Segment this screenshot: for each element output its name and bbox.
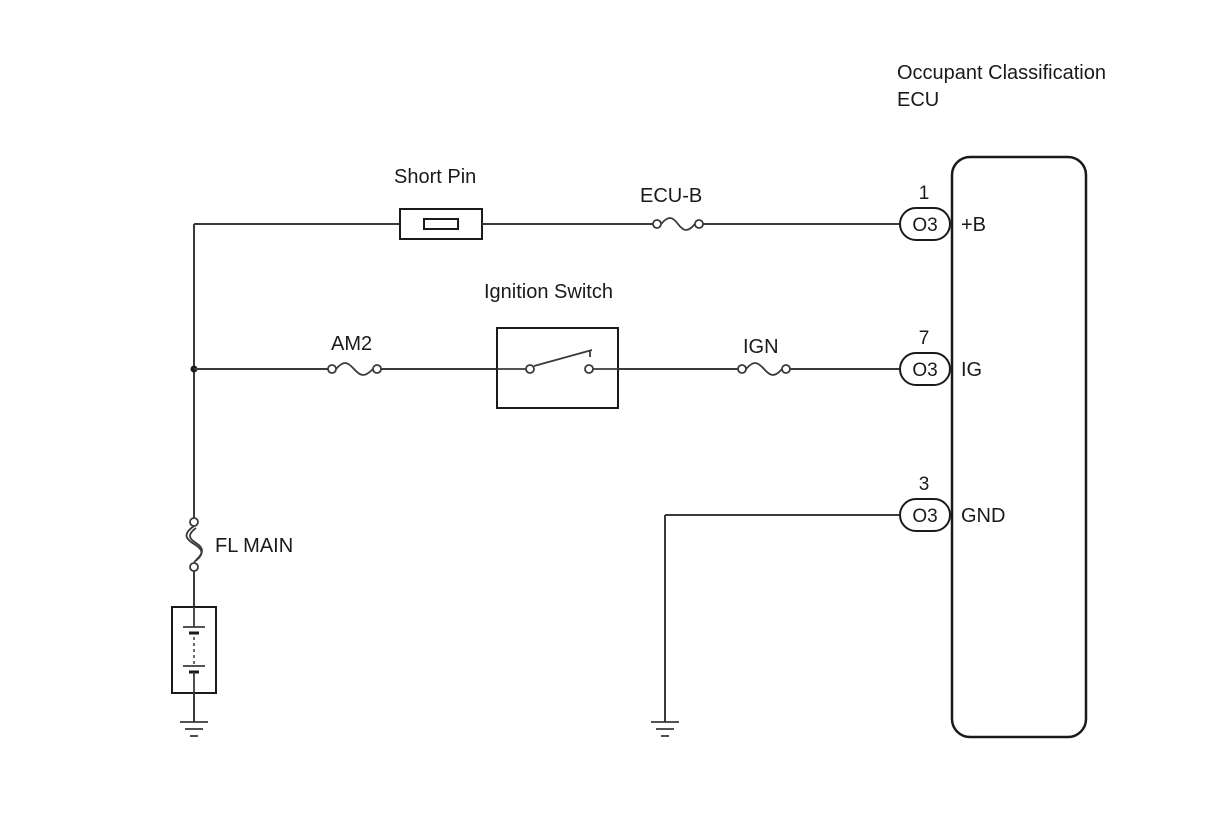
connector-terminal-ig: O3 — [899, 352, 951, 386]
pin-number: 7 — [919, 328, 930, 349]
ign-fuse-label: IGN — [743, 336, 779, 358]
ecu-title-line2: ECU — [897, 89, 939, 111]
pin-name: IG — [961, 359, 982, 381]
ground-symbol-battery — [180, 721, 208, 737]
connector-label: O3 — [912, 506, 937, 527]
ecu-b-fuse — [652, 217, 704, 231]
am2-fuse-label: AM2 — [331, 333, 372, 355]
fl-main-fuse-label: FL MAIN — [215, 535, 293, 557]
fl-main-fuse — [185, 517, 203, 572]
ecu-b-fuse-label: ECU-B — [640, 185, 702, 207]
pin-number: 3 — [919, 474, 930, 495]
connector-label: O3 — [912, 215, 937, 236]
pin-name: GND — [961, 505, 1005, 527]
pin-name: +B — [961, 214, 986, 236]
connector-terminal-b: O3 — [899, 207, 951, 241]
connector-terminal-gnd: O3 — [899, 498, 951, 532]
ignition-switch-label: Ignition Switch — [484, 281, 613, 303]
short-pin — [399, 208, 483, 240]
pin-number: 1 — [919, 183, 930, 204]
am2-fuse — [327, 362, 382, 376]
short-pin-label: Short Pin — [394, 166, 476, 188]
ign-fuse — [737, 362, 791, 376]
ignition-switch — [496, 327, 619, 409]
ecu-body — [950, 155, 1088, 739]
ground-symbol-ecu — [651, 721, 679, 737]
ecu-title-line1: Occupant Classification — [897, 62, 1106, 84]
connector-label: O3 — [912, 360, 937, 381]
battery — [171, 606, 217, 694]
